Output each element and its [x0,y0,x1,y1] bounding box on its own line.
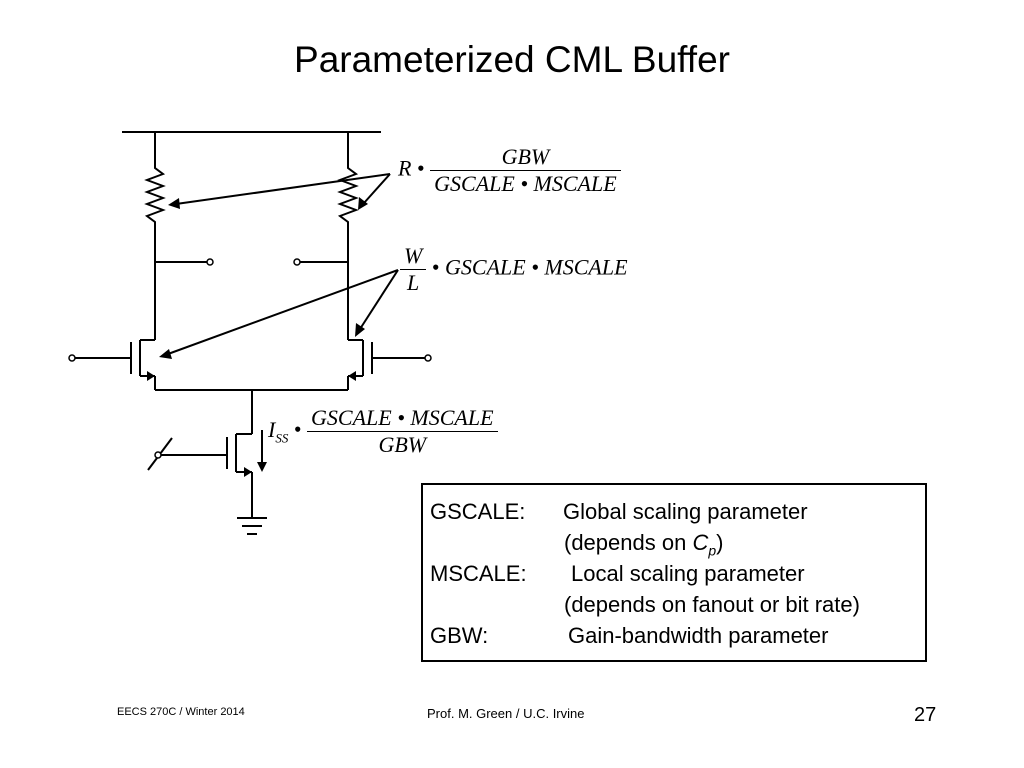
legend-desc-gscale-note: (depends on Cp) [564,530,724,559]
resistor-numerator: GBW [430,144,621,171]
resistor-equation: R • GBW GSCALE • MSCALE [398,144,621,197]
legend-desc-gbw: Gain-bandwidth parameter [568,623,829,648]
resistor-fraction: GBW GSCALE • MSCALE [430,144,621,197]
footer-course: EECS 270C / Winter 2014 [117,706,245,718]
width-equation: W L • GSCALE • MSCALE [400,243,628,296]
legend-desc-gscale: Global scaling parameter [563,499,808,524]
multiply-dot: • [293,416,302,442]
left-source-arrow [147,371,155,381]
right-output-terminal [293,258,301,266]
legend-term-gscale: GSCALE: [430,499,526,524]
left-output-terminal [206,258,214,266]
tail-source-arrow [244,467,252,477]
resistor-symbol: R [398,155,412,181]
current-subscript: SS [275,429,289,445]
width-suffix: GSCALE • MSCALE [445,254,628,280]
resistor-denominator: GSCALE • MSCALE [434,171,617,196]
width-fraction: W L [400,243,427,296]
current-fraction: GSCALE • MSCALE GBW [307,405,498,458]
slide-title: Parameterized CML Buffer [294,39,730,80]
current-denominator: GBW [378,432,427,457]
pointer-arrow-left-resistor [175,173,391,205]
legend-term-mscale: MSCALE: [430,561,527,586]
right-input-terminal [424,354,432,362]
pointer-arrow-right-resistor [363,173,391,204]
current-numerator: GSCALE • MSCALE [307,405,498,432]
pointer-arrow-right-transistor [359,269,399,330]
legend-term-gbw: GBW: [430,623,489,648]
bias-input-terminal [154,451,162,459]
legend-box: GSCALE: Global scaling parameter (depend… [421,483,927,662]
right-load-resistor [337,132,359,262]
right-source-arrow [348,371,356,381]
current-equation: ISS • GSCALE • MSCALE GBW [268,405,498,458]
footer-author: Prof. M. Green / U.C. Irvine [427,706,585,721]
multiply-dot: • [431,254,440,280]
left-input-terminal [68,354,76,362]
legend-desc-mscale: Local scaling parameter [571,561,805,586]
pointer-arrow-left-transistor [167,269,399,355]
legend-desc-mscale-note: (depends on fanout or bit rate) [564,592,860,617]
page-number: 27 [914,704,937,726]
width-numerator: W [400,243,427,270]
left-load-resistor [144,132,166,262]
width-denominator: L [407,270,420,295]
multiply-dot: • [416,155,425,181]
current-symbol: ISS [268,416,289,445]
